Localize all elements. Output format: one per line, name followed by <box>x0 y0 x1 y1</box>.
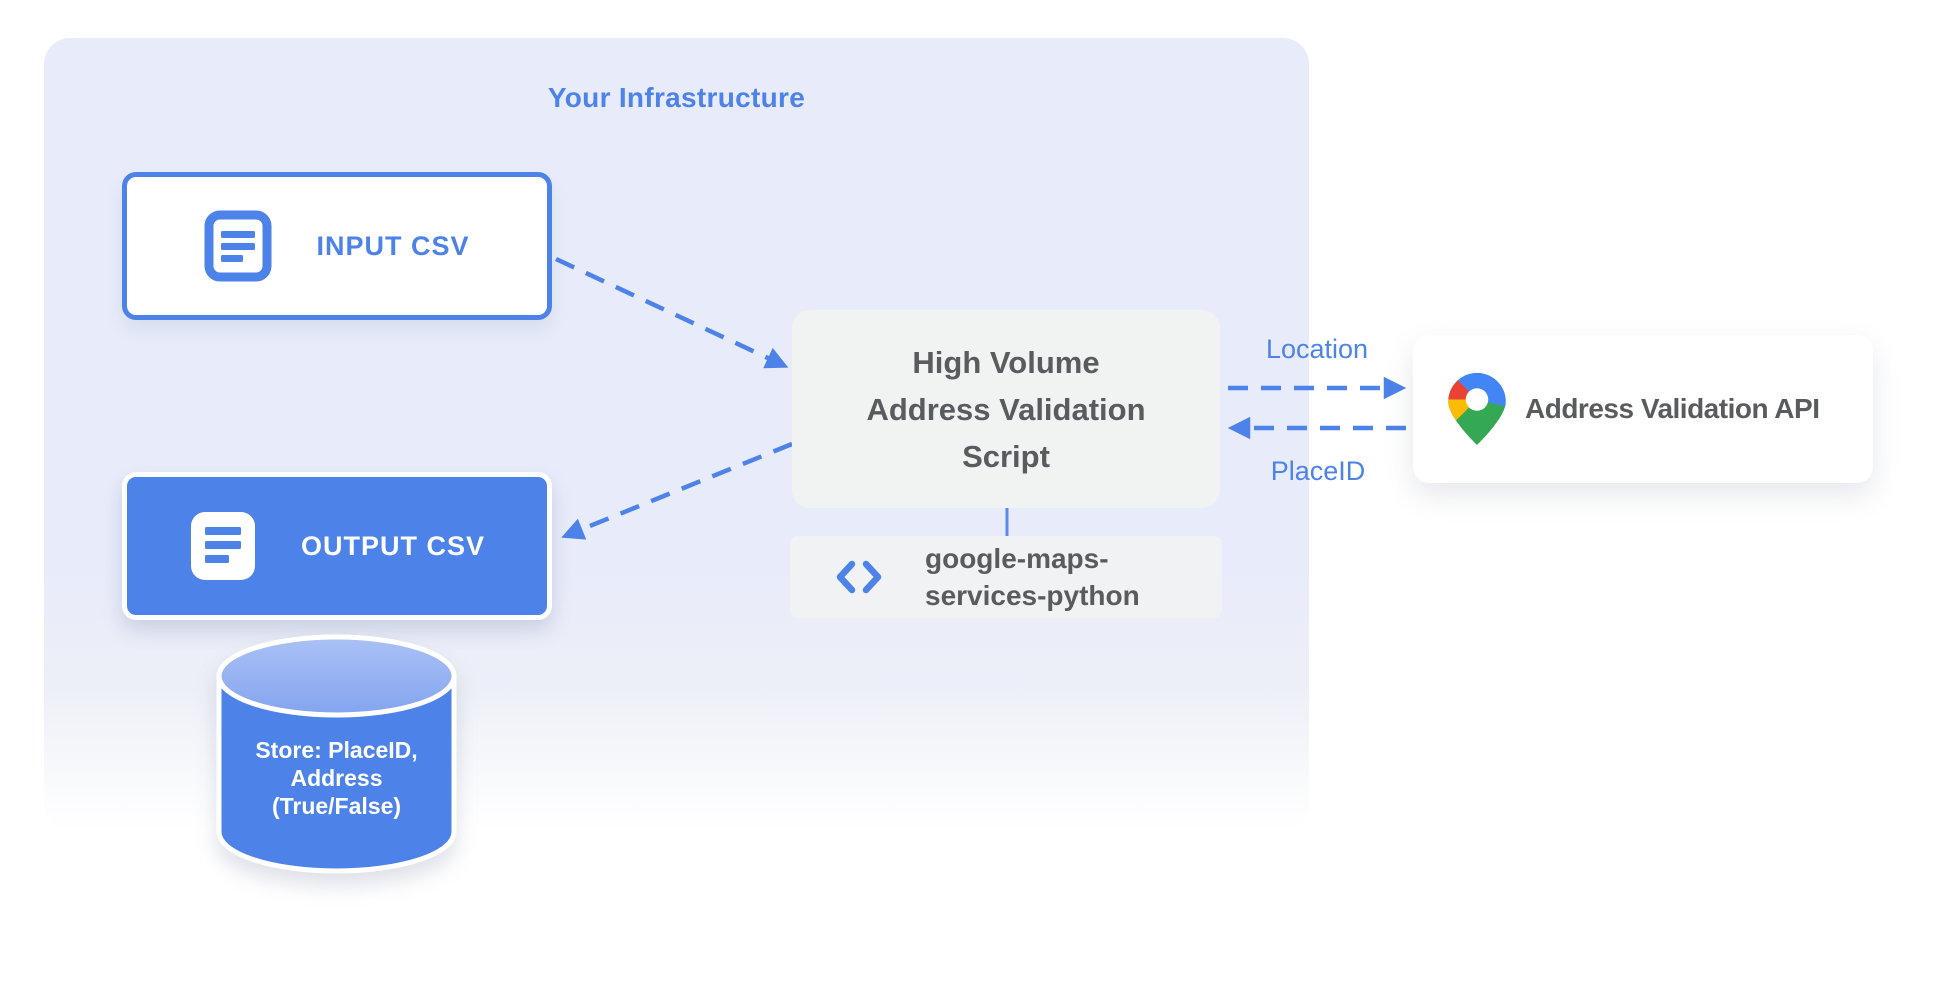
library-node: google-maps- services-python <box>790 536 1222 618</box>
datastore-line: Address <box>290 765 383 791</box>
library-label-line: services-python <box>925 580 1140 611</box>
input-csv-node: INPUT CSV <box>122 172 552 320</box>
placeid-edge-label: PlaceID <box>1270 456 1366 486</box>
code-icon <box>836 560 882 594</box>
api-label: Address Validation API <box>1525 393 1820 424</box>
library-label-line: google-maps- <box>925 543 1109 574</box>
script-node: High Volume Address Validation Script <box>792 310 1220 508</box>
output-csv-label: OUTPUT CSV <box>300 530 485 561</box>
datastore-label: Store: PlaceID, Address (True/False) <box>213 736 460 820</box>
google-maps-pin-icon <box>1448 373 1506 445</box>
infrastructure-title: Your Infrastructure <box>547 82 806 113</box>
document-icon <box>190 512 255 580</box>
datastore-line: Store: PlaceID, <box>255 737 418 763</box>
library-label: google-maps- services-python <box>925 540 1140 614</box>
script-title-line: High Volume <box>912 344 1100 380</box>
location-edge-label: Location <box>1265 334 1369 364</box>
script-title-line: Script <box>962 438 1050 474</box>
output-csv-node: OUTPUT CSV <box>122 472 552 620</box>
database-cylinder <box>216 634 457 874</box>
document-icon <box>204 210 272 282</box>
api-node: Address Validation API <box>1413 335 1873 483</box>
datastore-line: (True/False) <box>271 793 402 819</box>
script-title-line: Address Validation <box>866 391 1146 427</box>
input-csv-label: INPUT CSV <box>316 230 470 261</box>
